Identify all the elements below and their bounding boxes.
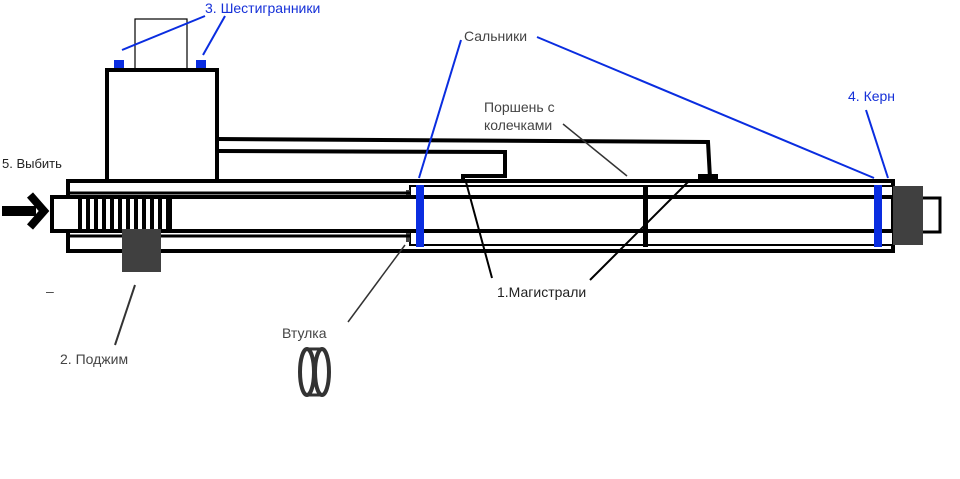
hex-bolt-right	[196, 60, 206, 69]
rod	[50, 195, 895, 233]
hex-bolt-left	[114, 60, 124, 69]
cylinder-head-box	[105, 68, 219, 184]
hydraulic-line-lower	[216, 149, 507, 181]
core-block	[893, 186, 923, 245]
leader-lines	[114, 15, 889, 346]
label-seals: Сальники	[464, 28, 528, 44]
label-core: 4. Керн	[848, 88, 896, 104]
bushing-ring-icon	[298, 347, 331, 397]
label-piston-line1: Поршень с	[484, 99, 555, 115]
arrow-right-icon	[2, 192, 50, 230]
threaded-section	[78, 199, 172, 229]
seal-left	[416, 185, 424, 247]
label-knock-out: 5. Выбить	[2, 156, 62, 171]
label-piston-line2: колечками	[484, 117, 553, 133]
piston	[643, 185, 648, 247]
clamp-block	[122, 229, 161, 272]
line-port-right	[698, 174, 718, 180]
stray-dash: –	[46, 283, 54, 299]
label-clamp: 2. Поджим	[60, 351, 129, 367]
hydraulic-line-upper	[216, 137, 712, 179]
label-bushing: Втулка	[282, 325, 327, 341]
label-lines: 1.Магистрали	[497, 284, 587, 300]
label-hex-bolts: 3. Шестигранники	[205, 0, 321, 16]
seal-right	[874, 185, 882, 247]
